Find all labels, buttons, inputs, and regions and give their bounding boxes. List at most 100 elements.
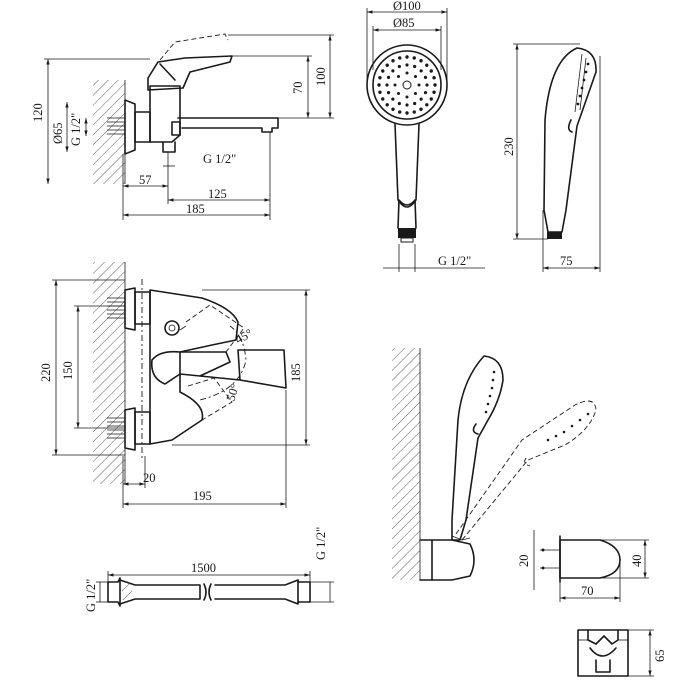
wall-hatch [93, 262, 125, 484]
nozzle-dot [398, 56, 402, 60]
nozzle-dot [405, 63, 409, 67]
dim-label-g12-left: G 1/2" [69, 113, 83, 146]
nozzle-dot [385, 103, 389, 107]
nozzle-center [402, 80, 412, 90]
wall-hatch [392, 348, 420, 580]
nozzle-dot [405, 55, 409, 59]
shower-wall-holder-view [392, 348, 597, 581]
dim-label-195: 195 [193, 489, 212, 503]
nozzle-dot [425, 63, 429, 67]
dim-label-150: 150 [61, 361, 75, 380]
nozzle-dot [386, 91, 391, 95]
dimension-lines [628, 629, 654, 677]
nozzle-dot [405, 71, 409, 75]
nozzle-dot [378, 76, 382, 80]
nozzle-dot [429, 97, 433, 101]
dim-label-70: 70 [291, 82, 305, 95]
dimension-lines [513, 43, 601, 272]
dim-label-g12-shower: G 1/2" [438, 254, 471, 268]
nozzle-dot [425, 103, 429, 107]
dim-label-120: 120 [31, 103, 45, 122]
nozzle-dot [398, 110, 402, 114]
nozzle-dot [385, 83, 389, 87]
nozzle-dot [378, 90, 382, 94]
nozzle-dot [425, 83, 429, 87]
dimension-lines [96, 571, 334, 603]
dim-label-65-holder: 65 [653, 650, 667, 663]
nozzle-dot [429, 69, 433, 73]
dim-label-40-holder: 40 [630, 555, 644, 568]
dim-label-100: 100 [314, 67, 328, 86]
nozzle-dot [391, 69, 395, 73]
holder-front-detail: 65 [577, 629, 667, 677]
dim-label-75: 75 [560, 254, 573, 268]
dim-label-g12-hose-left: G 1/2" [84, 579, 98, 612]
dim-label-g12-bottom: G 1/2" [203, 152, 236, 166]
shower-side-nozzles [576, 62, 590, 106]
dimension-lines [52, 279, 310, 508]
nozzle-dot [397, 64, 401, 69]
nozzle-dot [432, 76, 436, 80]
dim-label-125: 125 [208, 187, 227, 201]
nozzle-dot [397, 75, 401, 79]
nozzle-dot [405, 103, 409, 107]
nozzle-dot [397, 91, 401, 95]
dim-label-57: 57 [139, 173, 152, 187]
shower-face-outer [366, 44, 448, 126]
dim-label-d100: Ø100 [393, 0, 421, 13]
dim-label-d65: Ø65 [51, 122, 65, 144]
shower-head-front-view: Ø100 Ø85 G 1/2" [366, 0, 485, 272]
angle-label-50: 50° [224, 382, 243, 403]
nozzle-dot [385, 63, 389, 67]
nozzle-dot [419, 59, 423, 63]
dimension-lines [533, 530, 649, 602]
tilted-nozzles [546, 412, 590, 442]
nozzle-dot [397, 101, 401, 106]
nozzle-dot [419, 107, 423, 111]
holder-side-detail: 20 40 70 [517, 530, 649, 602]
nozzle-dot [413, 91, 417, 95]
nozzle-dot [393, 83, 397, 87]
nozzle-dot [391, 59, 395, 63]
nozzle-dot [377, 83, 381, 87]
dim-label-1500: 1500 [191, 561, 216, 575]
nozzle-dot [405, 95, 409, 99]
dim-label-230: 230 [502, 137, 516, 156]
nozzle-dot [413, 75, 417, 79]
faucet-side-view: 120 Ø65 G 1/2" 70 100 G 1/2" 57 125 185 [31, 33, 334, 220]
wall-hatch [93, 80, 125, 184]
nozzle-dot [419, 69, 423, 73]
nozzle-dot [381, 97, 385, 101]
shower-face-inner [372, 50, 442, 120]
nozzle-dot [391, 97, 395, 101]
dim-label-220: 220 [39, 363, 53, 382]
nozzle-dot [419, 97, 423, 101]
dim-label-g12-hose-right: G 1/2" [314, 527, 328, 560]
faucet-front-view: 220 150 185 45° 50° 20 195 [39, 262, 310, 508]
nozzle-dot [391, 107, 395, 111]
nozzle-dot [412, 56, 416, 60]
dim-label-d85: Ø85 [393, 16, 415, 30]
nozzle-dot [413, 101, 417, 106]
dimension-lines [44, 34, 334, 220]
dim-label-20: 20 [143, 471, 156, 485]
nozzle-dot [433, 83, 437, 87]
dim-label-185: 185 [186, 202, 205, 216]
shower-nozzles [377, 55, 437, 115]
nozzle-dot [381, 69, 385, 73]
nozzle-dot [423, 75, 428, 79]
nozzle-dot [413, 64, 417, 69]
dim-label-20-holder: 20 [517, 555, 531, 568]
nozzle-dot [405, 111, 409, 115]
dim-label-70-holder: 70 [581, 584, 594, 598]
nozzle-dot [386, 75, 391, 79]
shower-head-side-view: 230 75 [502, 43, 601, 272]
angle-label-45: 45° [233, 326, 255, 347]
dimension-lines [366, 8, 485, 272]
dim-label-185-front: 185 [289, 363, 303, 382]
nozzle-dot [423, 91, 428, 95]
upright-nozzles [484, 370, 496, 414]
nozzle-dot [432, 90, 436, 94]
nozzle-dot [412, 110, 416, 114]
